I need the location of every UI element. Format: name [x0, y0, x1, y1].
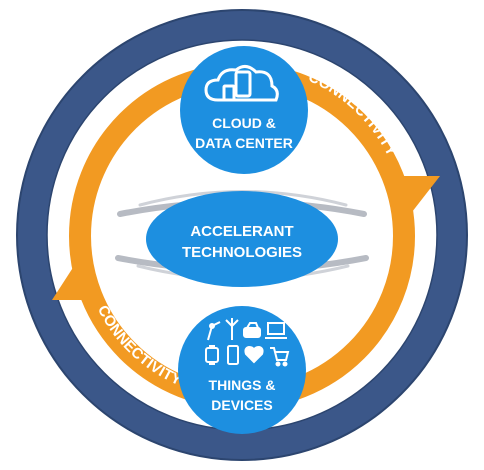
things-node-line2: DEVICES — [211, 397, 272, 413]
things-devices-node — [178, 306, 306, 434]
things-node-line1: THINGS & — [209, 377, 276, 393]
phone-icon — [227, 345, 239, 365]
heart-rate-icon — [244, 345, 264, 364]
watch-icon — [205, 345, 219, 365]
robot-arm-icon — [207, 321, 221, 341]
wind-turbine-icon — [225, 318, 239, 340]
device-icons — [205, 318, 290, 367]
cloud-node-line2: DATA CENTER — [195, 135, 293, 151]
center-node-line1: ACCELERANT — [190, 223, 293, 240]
center-node-line2: TECHNOLOGIES — [182, 244, 302, 261]
outer-ring — [17, 10, 467, 460]
cloud-devices-icon — [204, 65, 279, 102]
car-icon — [243, 322, 261, 338]
cloud-node-line1: CLOUD & — [212, 115, 276, 131]
cloud-data-center-node — [180, 46, 308, 174]
left-arrowhead — [52, 266, 96, 300]
cart-icon — [270, 347, 290, 367]
accelerant-technologies-node — [146, 191, 338, 287]
right-arrowhead — [386, 176, 440, 212]
laptop-icon — [265, 322, 287, 339]
outer-ring-edge — [16, 9, 468, 461]
